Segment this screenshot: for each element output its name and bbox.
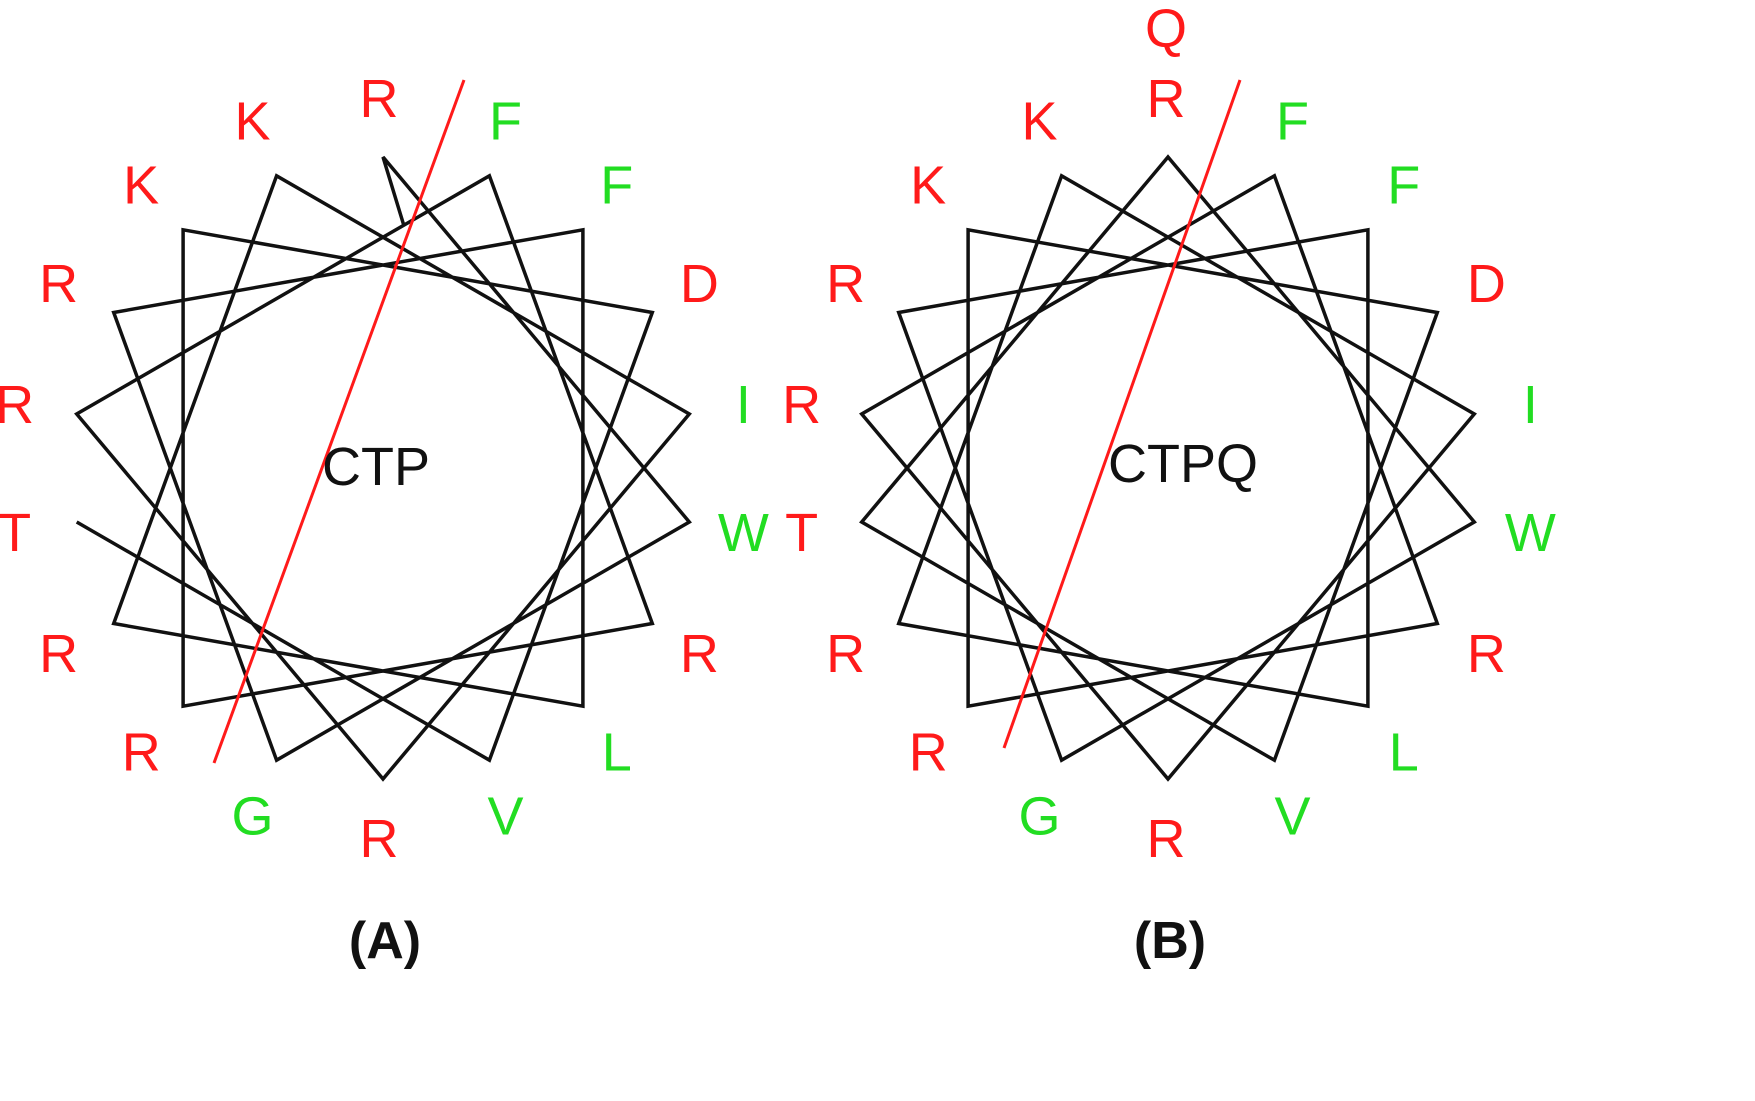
- residue-label: R: [122, 722, 161, 782]
- residue-label: R: [1467, 624, 1506, 684]
- residue-label: T: [0, 503, 31, 563]
- residue-label: K: [910, 156, 946, 216]
- residue-label: R: [1147, 69, 1186, 129]
- residue-label: V: [1274, 787, 1310, 847]
- residue-label: L: [1389, 722, 1419, 782]
- residue-label: K: [123, 156, 159, 216]
- residue-label: D: [1467, 254, 1506, 314]
- helix-backbone-a: [74, 155, 692, 782]
- panel-label-b: (B): [1134, 912, 1206, 970]
- residue-label: R: [39, 624, 78, 684]
- residue-label: F: [489, 91, 522, 151]
- center-label-a: CTP: [322, 437, 430, 497]
- residue-label: V: [487, 787, 523, 847]
- residue-label: F: [1387, 156, 1420, 216]
- hydrophobic-axis-b: [1002, 79, 1242, 749]
- residue-label: R: [0, 375, 34, 435]
- residue-label: G: [231, 787, 273, 847]
- residue-label-extra: Q: [1145, 0, 1187, 59]
- residue-label: D: [680, 254, 719, 314]
- residue-label: F: [1276, 91, 1309, 151]
- residue-label: R: [680, 624, 719, 684]
- residue-label: W: [718, 503, 769, 563]
- residue-label: R: [360, 809, 399, 869]
- residue-label: K: [234, 91, 270, 151]
- panel-label-a: (A): [349, 912, 421, 970]
- residue-label: K: [1021, 91, 1057, 151]
- helix-backbone-b: [859, 154, 1477, 782]
- residue-label: T: [785, 503, 818, 563]
- residue-label: I: [1523, 375, 1538, 435]
- residue-label: R: [909, 722, 948, 782]
- center-label-b: CTPQ: [1108, 434, 1258, 494]
- residue-label: L: [602, 722, 632, 782]
- residue-label: R: [826, 624, 865, 684]
- residue-label: W: [1505, 503, 1556, 563]
- residue-label: G: [1018, 787, 1060, 847]
- residue-label: R: [360, 69, 399, 129]
- hydrophobic-axis-a: [212, 79, 466, 764]
- residue-label: R: [39, 254, 78, 314]
- residue-label: I: [736, 375, 751, 435]
- residue-label: R: [782, 375, 821, 435]
- residue-label: R: [1147, 809, 1186, 869]
- residue-label: F: [600, 156, 633, 216]
- residue-label: R: [826, 254, 865, 314]
